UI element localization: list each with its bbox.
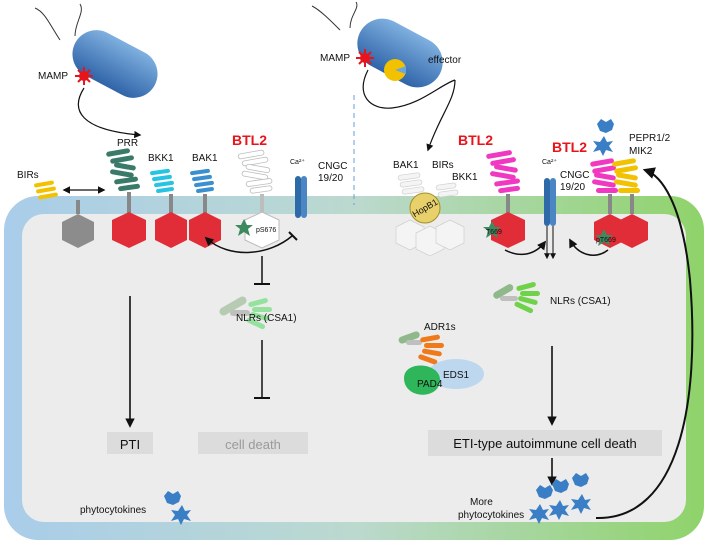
effector-to-hopb1-arrow — [426, 79, 456, 152]
bak1-label-right: BAK1 — [393, 160, 419, 171]
mamp-star-icon — [75, 67, 93, 85]
phytocytokine-icon — [164, 491, 191, 525]
cngc-label-left-1: CNGC — [318, 161, 347, 172]
hopb1-effector: HopB1 — [409, 192, 441, 224]
bak1-receptor — [190, 168, 214, 193]
adr1s-label: ADR1s — [424, 322, 456, 333]
effector-icon — [384, 59, 406, 81]
ca-label-left: Ca²⁺ — [290, 158, 305, 166]
prr-label: PRR — [117, 138, 138, 149]
effector-label: effector — [428, 55, 462, 66]
pepr-label-1: PEPR1/2 — [629, 133, 671, 144]
cngc-channel-right — [544, 178, 556, 260]
birs-label: BIRs — [17, 170, 39, 181]
nlr-label-right: NLRs (CSA1) — [550, 296, 611, 307]
btl2-receptor-right-a — [486, 150, 520, 194]
bacterium-icon — [34, 3, 158, 98]
cngc-label-left-2: 19/20 — [318, 173, 343, 184]
btl2-receptor-left — [237, 149, 273, 194]
more-label-2: phytocytokines — [458, 510, 524, 521]
cell-death-box — [198, 432, 308, 454]
btl2-to-cngc-arrow — [504, 240, 547, 256]
bak1-label: BAK1 — [192, 153, 218, 164]
bacterium-icon-right — [311, 1, 443, 88]
btl2-inhibit-arc-left — [204, 235, 293, 254]
eti-box — [428, 430, 662, 456]
btl2-kinase-right-a — [491, 212, 525, 248]
prr-kinase — [112, 212, 146, 248]
btl2-b-to-cngc-arrow — [569, 238, 609, 256]
mamp-label-right: MAMP — [320, 53, 350, 64]
pti-box — [107, 432, 153, 454]
btl2-label-right-b: BTL2 — [552, 139, 587, 155]
pad4-protein — [404, 365, 440, 395]
mamp-label: MAMP — [38, 71, 68, 82]
pad4-label: PAD4 — [417, 379, 443, 390]
phytocytokine-cluster-icon — [529, 473, 591, 524]
pepr-mik2-receptor — [612, 158, 640, 193]
adr1-protein — [398, 331, 444, 365]
phospho-label-right-b: pT669 — [596, 237, 616, 244]
btl2-label-left: BTL2 — [232, 132, 267, 148]
btl2-kinase-left — [244, 211, 280, 249]
nlr-right — [493, 282, 540, 314]
nlr-label-left: NLRs (CSA1) — [236, 313, 297, 324]
eds1-label: EDS1 — [443, 370, 470, 381]
phospho-star-right-a — [483, 221, 501, 238]
nlr-left — [219, 296, 272, 330]
btl2-label-right-a: BTL2 — [458, 132, 493, 148]
cell-death-label: cell death — [225, 437, 281, 452]
pti-label: PTI — [120, 437, 140, 452]
bkk1-kinase — [155, 212, 187, 248]
phospho-label-left: pS676 — [256, 227, 276, 234]
birs-receptor — [34, 180, 58, 200]
btl2-receptor-right-b — [590, 158, 618, 193]
phytocytokine-bound-icon — [593, 119, 614, 156]
mamp-effector-arrow — [362, 69, 456, 109]
btl2-inhibit-bar-left — [288, 231, 298, 241]
receptor-cluster-right — [395, 172, 465, 257]
bkk1-receptor — [150, 168, 174, 193]
phospho-label-right-a: T669 — [486, 229, 502, 236]
mamp-star-icon-right — [356, 49, 374, 67]
pepr-kinase — [616, 214, 648, 248]
cngc-label-right-2: 19/20 — [560, 182, 585, 193]
bkk1-label: BKK1 — [148, 153, 174, 164]
more-label-1: More — [470, 497, 493, 508]
cngc-label-right-1: CNGC — [560, 170, 589, 181]
bkk1-label-right: BKK1 — [452, 172, 478, 183]
eti-label: ETI-type autoimmune cell death — [453, 436, 637, 451]
phytocytokines-label-left: phytocytokines — [80, 505, 146, 516]
phospho-star-right-b — [595, 229, 613, 246]
mamp-arrow — [77, 87, 142, 139]
pepr-label-2: MIK2 — [629, 146, 653, 157]
ca-label-right: Ca²⁺ — [542, 158, 557, 166]
cngc-channel-left — [295, 176, 307, 218]
eds1-protein — [428, 359, 484, 389]
prr-receptor — [106, 148, 140, 192]
phospho-star-left — [235, 219, 253, 236]
birs-label-right: BIRs — [432, 160, 454, 171]
birs-kinase — [62, 214, 94, 248]
feedback-arrow — [595, 167, 694, 520]
